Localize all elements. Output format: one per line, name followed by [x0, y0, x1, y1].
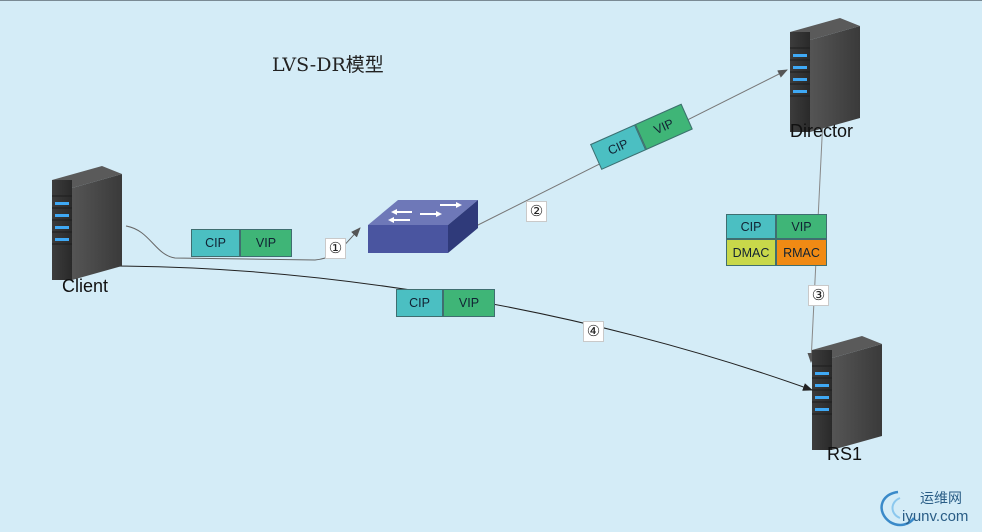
packet-vip-cell: VIP	[443, 289, 495, 317]
step-2-marker: ②	[526, 201, 547, 222]
packet-client-to-switch: CIP VIP	[191, 229, 292, 257]
watermark-en: iyunv.com	[902, 508, 969, 525]
client-label: Client	[62, 276, 109, 296]
packet-rs1-to-client: CIP VIP	[396, 289, 495, 317]
packet-vip-cell: VIP	[240, 229, 292, 257]
packet-cip-cell: CIP	[396, 289, 443, 317]
packet-cip-cell: CIP	[726, 214, 776, 239]
watermark-cn: 运维网	[920, 491, 962, 507]
packet-rmac-cell: RMAC	[776, 239, 827, 266]
packet-cip-cell: CIP	[191, 229, 240, 257]
watermark-logo-icon	[880, 490, 916, 527]
step-4-marker: ④	[583, 321, 604, 342]
step-1-marker: ①	[325, 238, 346, 259]
director-server-icon	[789, 17, 861, 133]
step-3-marker: ③	[808, 285, 829, 306]
rs1-label: RS1	[827, 444, 863, 464]
packet-director-to-rs1: CIP VIP DMAC RMAC	[726, 214, 827, 266]
packet-vip-cell: VIP	[776, 214, 827, 239]
client-server-icon	[51, 165, 123, 281]
link-rs1-to-client	[107, 265, 813, 391]
packet-dmac-cell: DMAC	[726, 239, 776, 266]
diagram-title: LVS-DR模型	[272, 54, 384, 76]
director-label: Director	[790, 121, 854, 141]
rs1-server-icon	[811, 335, 883, 451]
switch-icon	[368, 200, 478, 253]
